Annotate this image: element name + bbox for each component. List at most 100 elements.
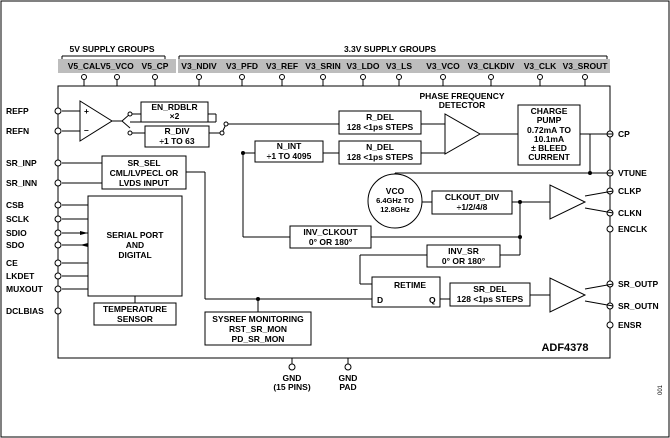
- supply-pin-label: V3_PFD: [226, 61, 258, 71]
- pfd-title-line2: DETECTOR: [439, 100, 486, 110]
- gnd-pin-label-line1: GND: [283, 373, 302, 383]
- r-div-block: [144, 125, 210, 148]
- sysref-monitor-line3: PD_SR_MON: [232, 334, 285, 344]
- supply-pin-label: V3_LS: [386, 61, 412, 71]
- temp-sensor-line2: SENSOR: [117, 314, 153, 324]
- sr-del-block: [449, 282, 531, 307]
- n-del-block: [338, 140, 422, 165]
- right-pin-pad: [606, 225, 614, 233]
- supply-pin-pad: [537, 74, 543, 80]
- supply-pin-pad: [239, 74, 245, 80]
- left-pin-label: CSB: [6, 200, 24, 210]
- en-rdblr-block: [140, 101, 209, 123]
- right-pin-label: CLKN: [618, 208, 642, 218]
- left-pin-label: SDO: [6, 240, 25, 250]
- left-pin-label: SR_INP: [6, 158, 37, 168]
- sysref-monitor-line2: RST_SR_MON: [229, 324, 287, 334]
- charge-pump-line4: 10.1mA: [534, 134, 564, 144]
- right-pin-pad: [606, 321, 614, 329]
- left-pin-pad: [54, 159, 62, 167]
- right-pin-label: VTUNE: [618, 168, 647, 178]
- supply-pin-pad: [152, 74, 158, 80]
- three-v-supply-title: 3.3V SUPPLY GROUPS: [344, 44, 436, 54]
- sysref-monitor-line1: SYSREF MONITORING: [212, 314, 304, 324]
- sr-sel-line3: LVDS INPUT: [119, 178, 170, 188]
- left-pin-pad: [54, 272, 62, 280]
- r-div-line1: R_DIV: [164, 126, 189, 136]
- vco-line2: 6.4GHz TO: [376, 196, 414, 205]
- clk-output-buffer: [549, 184, 587, 220]
- vco-line1: VCO: [386, 186, 405, 196]
- charge-pump-block: [517, 104, 581, 166]
- vco-block: [367, 173, 423, 229]
- left-pin-pad: [54, 201, 62, 209]
- left-pin-label: SDIO: [6, 228, 27, 238]
- left-pin-pad: [54, 285, 62, 293]
- left-pin-pad: [54, 179, 62, 187]
- left-pin-pad: [54, 107, 62, 115]
- sysref-monitor-block: [204, 311, 312, 346]
- r-del-block: [338, 110, 422, 135]
- supply-bar-5v: [58, 59, 176, 73]
- serial-port-line1: SERIAL PORT: [107, 230, 165, 240]
- left-pin-label: REFP: [6, 106, 29, 116]
- serial-port-line3: DIGITAL: [118, 250, 151, 260]
- right-pin-label: SR_OUTP: [618, 279, 658, 289]
- inv-clkout-line1: INV_CLKOUT: [303, 227, 358, 237]
- supply-pin-label: V5_CP: [142, 61, 169, 71]
- sr-del-line1: SR_DEL: [473, 284, 507, 294]
- n-int-line1: N_INT: [277, 141, 302, 151]
- five-v-supply-title: 5V SUPPLY GROUPS: [69, 44, 154, 54]
- clkout-div-line1: CLKOUT_DIV: [445, 192, 500, 202]
- supply-pin-label: V3_NDIV: [181, 61, 217, 71]
- left-pin-label: REFN: [6, 126, 29, 136]
- right-pin-label: CLKP: [618, 186, 641, 196]
- gnd-pad-label-line1: GND: [339, 373, 358, 383]
- sr-del-line2: 128 <1ps STEPS: [457, 294, 524, 304]
- supply-pin-pad: [320, 74, 326, 80]
- supply-pin-pad: [81, 74, 87, 80]
- inv-sr-line1: INV_SR: [448, 246, 479, 256]
- retime-q-label: Q: [429, 295, 436, 305]
- left-pin-pad: [54, 127, 62, 135]
- ref-buffer-plus: +: [84, 106, 89, 116]
- supply-pin-label: V3_SRIN: [305, 61, 340, 71]
- serial-port-block: [87, 195, 183, 297]
- left-pins: REFPREFNSR_INPSR_INNCSBSCLKSDIOSDOCELKDE…: [6, 106, 62, 316]
- n-del-line1: N_DEL: [366, 142, 394, 152]
- supply-pin-label: V5_VCO: [100, 61, 134, 71]
- clkout-div-block: [431, 190, 513, 215]
- supply-pin-label: V3_VCO: [426, 61, 460, 71]
- n-int-line2: ÷1 TO 4095: [267, 151, 312, 161]
- supply-pin-pad: [396, 74, 402, 80]
- temp-sensor-block: [93, 302, 177, 326]
- right-pin-label: SR_OUTN: [618, 301, 659, 311]
- left-pin-pad: [54, 259, 62, 267]
- junction-dots: [241, 151, 592, 301]
- sr-output-buffer: [549, 277, 587, 313]
- vco-line3: 12.8GHz: [380, 205, 410, 214]
- supply-pin-pad: [279, 74, 285, 80]
- switch-contacts: [127, 111, 229, 136]
- clkout-div-line2: ÷1/2/4/8: [457, 202, 488, 212]
- charge-pump-line5: ± BLEED: [531, 143, 567, 153]
- inv-sr-block: [426, 244, 501, 268]
- supply-pin-pad: [196, 74, 202, 80]
- gnd-pin-pad: [288, 363, 296, 371]
- supply-bar-3v: [178, 59, 610, 73]
- supply-pin-pad: [582, 74, 588, 80]
- left-pin-pad: [54, 215, 62, 223]
- right-pin-label: ENSR: [618, 320, 642, 330]
- left-pin-label: MUXOUT: [6, 284, 44, 294]
- gnd-pad-pin-pad: [344, 363, 352, 371]
- supply-pin-label: V3_CLK: [524, 61, 557, 71]
- en-rdblr-line2: ×2: [170, 111, 180, 121]
- part-name: ADF4378: [541, 342, 588, 354]
- temp-sensor-line1: TEMPERATURE: [103, 304, 167, 314]
- left-pin-label: SR_INN: [6, 178, 37, 188]
- ref-input-buffer: [79, 100, 113, 142]
- left-pin-pad: [54, 241, 62, 249]
- supply-pin-pad: [440, 74, 446, 80]
- gnd-pin-label-line2: (15 PINS): [273, 382, 310, 392]
